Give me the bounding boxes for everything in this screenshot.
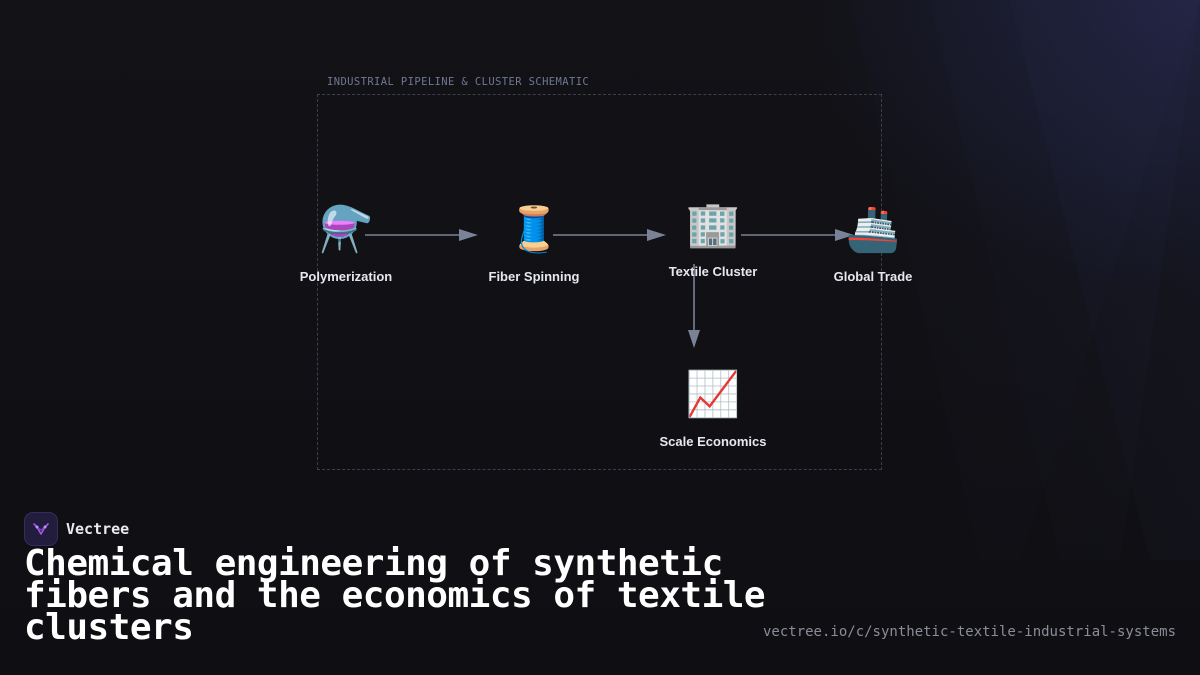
ship-icon: 🚢 <box>845 204 901 255</box>
brand-name: Vectree <box>66 520 130 538</box>
alembic-icon: ⚗️ <box>318 204 374 255</box>
schematic-frame <box>317 94 882 470</box>
brand[interactable]: Vectree <box>24 512 129 546</box>
office-building-icon: 🏢 <box>685 199 741 250</box>
thread-spool-icon: 🧵 <box>506 204 562 255</box>
vectree-logo-mark <box>33 523 49 535</box>
schematic-title: INDUSTRIAL PIPELINE & CLUSTER SCHEMATIC <box>327 76 590 88</box>
node-scale-economics: 📈 Scale Economics <box>623 369 803 450</box>
node-textile-cluster: 🏢 Textile Cluster <box>623 199 803 280</box>
vectree-logo-icon <box>24 512 58 546</box>
node-label: Fiber Spinning <box>488 269 580 284</box>
page-url[interactable]: vectree.io/c/synthetic-textile-industria… <box>762 624 1176 640</box>
node-label: Scale Economics <box>659 434 767 449</box>
chart-increasing-icon: 📈 <box>685 369 741 420</box>
node-label: Global Trade <box>833 269 913 284</box>
node-polymerization: ⚗️ Polymerization <box>256 204 436 285</box>
node-fiber-spinning: 🧵 Fiber Spinning <box>444 204 624 285</box>
page-title: Chemical engineering of synthetic fibers… <box>24 543 766 648</box>
node-global-trade: 🚢 Global Trade <box>783 204 963 285</box>
node-label: Textile Cluster <box>668 264 758 279</box>
node-label: Polymerization <box>299 269 393 284</box>
